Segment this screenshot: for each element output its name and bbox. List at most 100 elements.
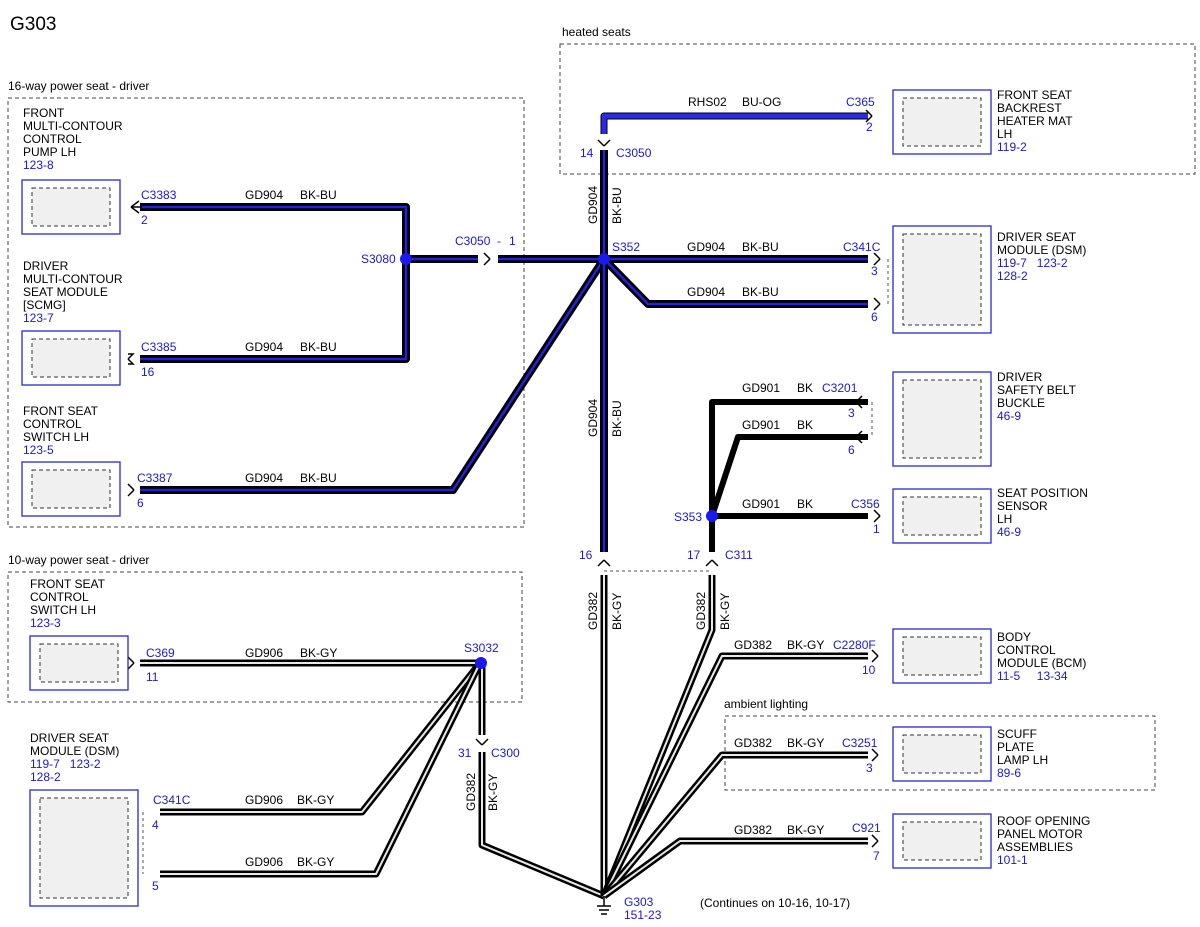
group-16-way-seat [7, 97, 525, 528]
arrow-c311-17 [705, 559, 719, 567]
conn-c341c-right: C341C [843, 240, 881, 254]
conn-c365: C365 [846, 95, 875, 109]
wire-label-color: BK [797, 381, 813, 395]
conn-c3050-top-pin: 14 [580, 146, 594, 160]
wire-label-color: BK-GY [787, 638, 824, 652]
vwire-label-color: BK-GY [610, 593, 624, 630]
vertical-wire-labels: GD904 BK-BU GD904 BK-BU GD382 BK-GY GD38… [464, 186, 732, 811]
conn-c3050-mid: C3050 [455, 234, 491, 248]
continues-note: (Continues on 10-16, 10-17) [700, 896, 850, 910]
wire-label-circuit: GD382 [734, 736, 772, 750]
conn-c311: C311 [725, 548, 753, 562]
wire-label-circuit: GD904 [245, 188, 283, 202]
wire-label-circuit: GD901 [742, 418, 780, 432]
wire-label-color: BU-OG [742, 95, 781, 109]
vwire-label-circuit: GD904 [586, 399, 600, 437]
splice-s352-label: S352 [612, 240, 640, 254]
wire-gd901-c3201-3 [709, 399, 868, 516]
splice-s352 [598, 253, 610, 265]
conn-c3201-pin-a: 3 [848, 406, 855, 420]
component-labels: FRONT MULTI-CONTOUR CONTROL PUMP LH 123-… [23, 88, 1091, 867]
wire-label-circuit: GD906 [245, 793, 283, 807]
wire-label-color: BK-GY [300, 646, 337, 660]
conn-c341c-right-pin-a: 3 [871, 264, 878, 278]
label-belt-buckle: DRIVER SAFETY BELT BUCKLE 46-9 [997, 370, 1079, 423]
wire-gd904-s352-c341c-6 [601, 256, 868, 308]
group-10-way-label: 10-way power seat - driver [8, 553, 149, 567]
conn-c3387-pin: 6 [137, 496, 144, 510]
wire-label-color: BK-GY [297, 855, 334, 869]
arrow-c3201-6 [855, 430, 863, 444]
conn-c3383: C3383 [141, 188, 177, 202]
wire-label-circuit: GD901 [742, 497, 780, 511]
conn-c356-pin: 1 [873, 522, 880, 536]
group-16-way-label: 16-way power seat - driver [8, 79, 149, 93]
splice-s3080 [400, 253, 412, 265]
label-switch16: FRONT SEAT CONTROL SWITCH LH 123-5 [23, 404, 101, 457]
arrow-c300 [475, 738, 489, 746]
arrow-c921 [871, 834, 879, 848]
arrow-c341c-3 [873, 252, 881, 266]
wire-gd382-c2280f [600, 652, 868, 898]
conn-c921: C921 [852, 821, 881, 835]
wire-label-circuit: GD906 [245, 646, 283, 660]
gd901-wires [709, 399, 868, 552]
label-pos-sensor: SEAT POSITION SENSOR LH 46-9 [997, 486, 1091, 539]
label-switch10: FRONT SEAT CONTROL SWITCH LH 123-3 [30, 577, 108, 630]
arrow-c3383 [130, 200, 142, 214]
connector-arrows [127, 109, 881, 881]
conn-c3201: C3201 [822, 381, 858, 395]
wire-gd901-c3201-6 [709, 434, 868, 517]
wire-label-color: BK-GY [297, 793, 334, 807]
wire-label-circuit: RHS02 [688, 95, 727, 109]
conn-c341c-left-pin-b: 5 [152, 879, 159, 893]
bk-gy-wires [140, 575, 868, 900]
arrow-c369 [127, 656, 135, 670]
wire-gd904-s3080 [140, 203, 410, 363]
arrow-c3050-14 [597, 139, 611, 147]
vwire-label-circuit: GD382 [464, 773, 478, 811]
arrow-c3050-1 [483, 252, 491, 266]
wire-label-circuit: GD906 [245, 855, 283, 869]
wire-label-circuit: GD382 [734, 638, 772, 652]
conn-c3201-pin-b: 6 [848, 443, 855, 457]
wire-label-circuit: GD904 [687, 285, 725, 299]
label-scmg: DRIVER MULTI-CONTOUR SEAT MODULE [SCMG] … [23, 259, 126, 325]
group-heated-label: heated seats [562, 25, 631, 39]
label-pump-lh: FRONT MULTI-CONTOUR CONTROL PUMP LH 123-… [23, 106, 126, 172]
conn-c3050-mid-sep: - [497, 234, 501, 248]
wire-gd906-c341c-5 [160, 661, 484, 878]
splice-s3080-label: S3080 [361, 252, 396, 266]
wire-label-color: BK-BU [300, 340, 337, 354]
ground-ref: 151-23 [624, 908, 662, 922]
conn-c341c-right-pin-b: 6 [871, 310, 878, 324]
wire-gd382-c300-ground [478, 752, 606, 900]
conn-c369: C369 [146, 646, 175, 660]
wire-label-color: BK [797, 497, 813, 511]
wire-gd904-s352-c3387 [140, 256, 608, 494]
splice-s3032 [475, 657, 487, 669]
conn-c300: C300 [491, 746, 520, 760]
conn-c3383-pin: 2 [141, 213, 148, 227]
vwire-label-color: BK-BU [610, 187, 624, 224]
splice-s353 [706, 510, 718, 522]
label-scuff: SCUFF PLATE LAMP LH 89-6 [997, 727, 1051, 780]
vwire-label-color: BK-BU [610, 400, 624, 437]
wire-label-color: BK [797, 418, 813, 432]
arrow-c311-16 [597, 559, 611, 567]
arrow-c341c-6 [873, 297, 881, 311]
conn-c2280f: C2280F [833, 638, 876, 652]
vwire-label-color: BK-GY [718, 593, 732, 630]
conn-c311-pin-b: 17 [687, 548, 701, 562]
ground-name: G303 [624, 895, 654, 909]
conn-c3251-pin: 3 [866, 761, 873, 775]
splice-s353-label: S353 [674, 510, 702, 524]
conn-c369-pin: 11 [146, 670, 159, 684]
conn-c3387: C3387 [137, 471, 173, 485]
conn-c341c-left: C341C [153, 793, 191, 807]
diagram-title: G303 [10, 14, 56, 35]
label-heater-mat: FRONT SEAT BACKREST HEATER MAT LH 119-2 [997, 88, 1076, 154]
vwire-label-color: BK-GY [486, 774, 500, 811]
conn-c3050-top: C3050 [616, 146, 652, 160]
